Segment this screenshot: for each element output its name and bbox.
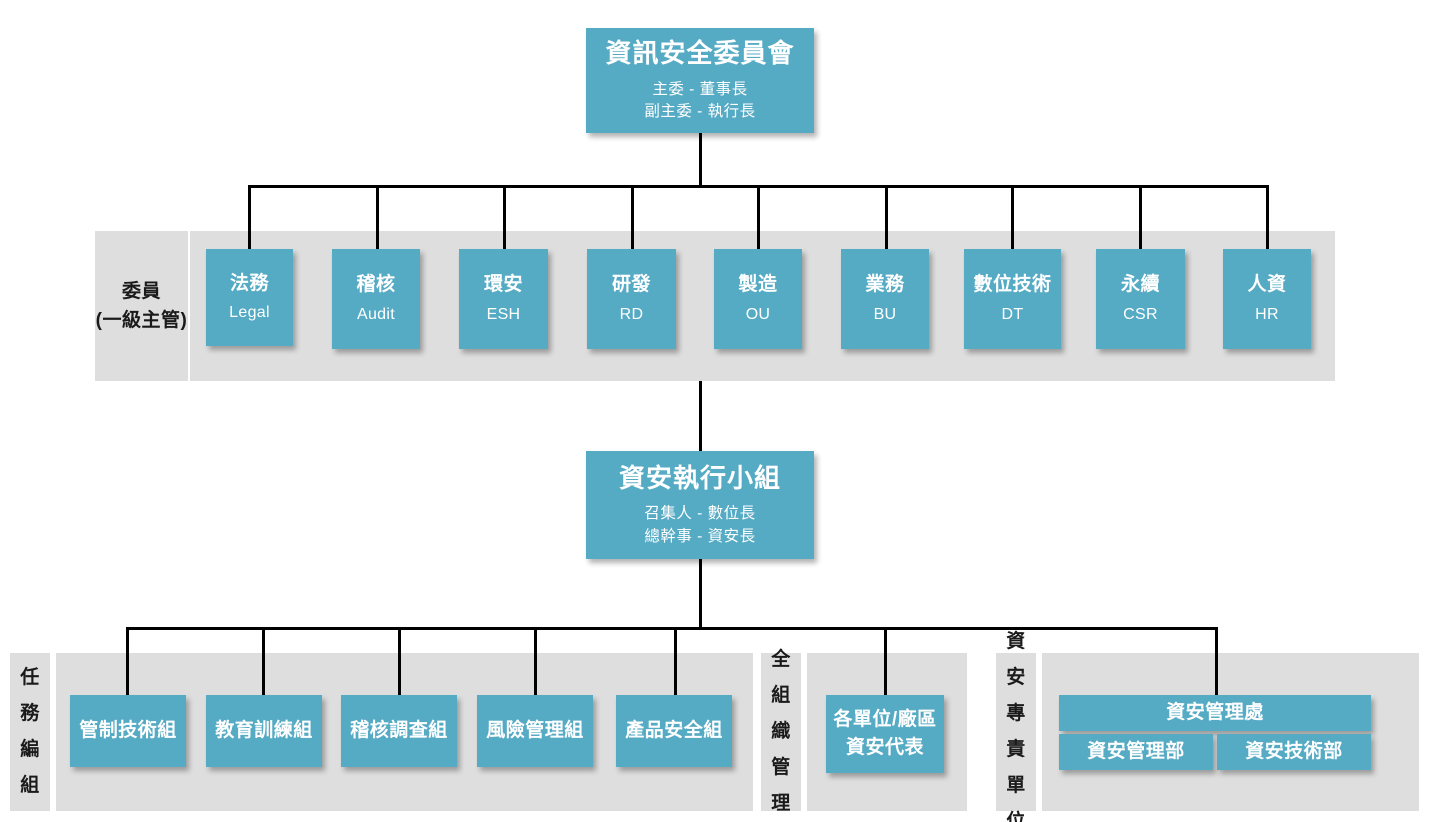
- security-management-division-label: 資安管理處: [1166, 702, 1264, 724]
- member-dt-en: DT: [1001, 305, 1024, 323]
- task-group-label-char-3: 組: [20, 775, 40, 797]
- member-audit-cn: 稽核: [356, 274, 396, 296]
- connector-drop-risk-management: [534, 627, 537, 695]
- label-panel-task-group: 任 務 編 組: [10, 653, 50, 811]
- committee-subtitle-line1: 主委 - 董事長: [652, 80, 748, 98]
- member-esh-en: ESH: [486, 305, 521, 323]
- node-member-legal[interactable]: 法務 Legal: [206, 249, 293, 346]
- node-task-product-security[interactable]: 產品安全組: [616, 695, 732, 767]
- node-security-technology-department[interactable]: 資安技術部: [1217, 734, 1371, 770]
- node-member-audit[interactable]: 稽核 Audit: [332, 249, 420, 349]
- connector-drop-esh: [503, 185, 506, 249]
- node-task-risk-management[interactable]: 風險管理組: [477, 695, 593, 767]
- label-panel-org-wide-management: 全 組 織 管 理: [761, 649, 801, 814]
- connector-drop-hr: [1266, 185, 1269, 249]
- node-member-esh[interactable]: 環安 ESH: [459, 249, 548, 349]
- connector-committee-down: [699, 133, 702, 186]
- member-ou-cn: 製造: [738, 274, 778, 296]
- members-label-line1: 委員: [121, 280, 161, 302]
- committee-title: 資訊安全委員會: [605, 38, 795, 69]
- committee-subtitle-line2: 副主委 - 執行長: [644, 103, 756, 121]
- node-task-education-training[interactable]: 教育訓練組: [206, 695, 322, 767]
- node-member-csr[interactable]: 永續 CSR: [1096, 249, 1185, 349]
- org-wide-label-char-4: 理: [771, 793, 791, 815]
- connector-drop-product-security: [674, 627, 677, 695]
- panel-dedicated-security-unit: [1042, 653, 1419, 811]
- task-group-label-char-0: 任: [20, 666, 40, 688]
- connector-drop-audit: [376, 185, 379, 249]
- connector-drop-training: [262, 627, 265, 695]
- task-education-training-label: 教育訓練組: [215, 720, 313, 742]
- task-control-technology-label: 管制技術組: [79, 720, 177, 742]
- dedicated-unit-label-char-1: 安: [1006, 666, 1026, 688]
- node-task-audit-investigation[interactable]: 稽核調查組: [341, 695, 457, 767]
- unit-representative-line2: 資安代表: [845, 737, 924, 758]
- task-risk-management-label: 風險管理組: [486, 720, 584, 742]
- label-panel-committee-members: 委員 (一級主管): [95, 231, 188, 381]
- task-group-label-char-2: 編: [20, 739, 40, 760]
- dedicated-unit-label-char-0: 資: [1006, 630, 1026, 652]
- connector-bottom-bus: [126, 627, 1218, 630]
- node-task-control-technology[interactable]: 管制技術組: [70, 695, 186, 767]
- connector-members-to-exec: [699, 381, 702, 453]
- org-wide-label-char-0: 全: [771, 648, 791, 670]
- member-rd-en: RD: [619, 305, 644, 323]
- connector-drop-audit-investigation: [398, 627, 401, 695]
- org-wide-label-char-3: 管: [771, 757, 791, 779]
- member-hr-cn: 人資: [1247, 274, 1287, 296]
- connector-drop-ou: [757, 185, 760, 249]
- dedicated-unit-label-char-2: 專: [1006, 702, 1026, 724]
- node-unit-plant-security-representative[interactable]: 各單位/廠區 資安代表: [826, 695, 944, 773]
- security-technology-department-label: 資安技術部: [1245, 741, 1343, 763]
- member-legal-cn: 法務: [229, 272, 269, 294]
- member-esh-cn: 環安: [483, 274, 523, 296]
- node-security-management-division[interactable]: 資安管理處: [1059, 695, 1371, 731]
- exec-team-subtitle-line1: 召集人 - 數位長: [644, 505, 756, 523]
- member-legal-en: Legal: [229, 304, 270, 322]
- exec-team-subtitle-line2: 總幹事 - 資安長: [644, 527, 756, 545]
- org-wide-label-char-2: 織: [771, 720, 791, 742]
- node-member-bu[interactable]: 業務 BU: [841, 249, 929, 349]
- members-label-line2: (一級主管): [95, 310, 188, 331]
- node-member-dt[interactable]: 數位技術 DT: [964, 249, 1061, 349]
- connector-exec-down: [699, 559, 702, 629]
- member-bu-en: BU: [873, 305, 897, 323]
- member-dt-cn: 數位技術: [973, 274, 1052, 296]
- connector-drop-control-tech: [126, 627, 129, 695]
- node-security-management-department[interactable]: 資安管理部: [1059, 734, 1213, 770]
- connector-drop-security-division: [1215, 627, 1218, 695]
- member-bu-cn: 業務: [865, 274, 905, 296]
- connector-drop-unit-representative: [884, 627, 887, 695]
- node-information-security-committee[interactable]: 資訊安全委員會 主委 - 董事長 副主委 - 執行長: [586, 28, 814, 133]
- org-wide-label-char-1: 組: [771, 684, 791, 706]
- member-csr-en: CSR: [1123, 305, 1158, 323]
- member-csr-cn: 永續: [1120, 274, 1160, 296]
- member-audit-en: Audit: [357, 305, 395, 323]
- dedicated-unit-label-char-5: 位: [1006, 811, 1026, 822]
- task-group-label-char-1: 務: [20, 702, 40, 724]
- node-member-ou[interactable]: 製造 OU: [714, 249, 802, 349]
- connector-drop-dt: [1011, 185, 1014, 249]
- connector-drop-bu: [885, 185, 888, 249]
- task-audit-investigation-label: 稽核調查組: [350, 720, 448, 742]
- task-product-security-label: 產品安全組: [625, 720, 723, 742]
- node-member-hr[interactable]: 人資 HR: [1223, 249, 1311, 349]
- label-panel-dedicated-security-unit: 資 安 專 責 單 位: [996, 631, 1036, 822]
- dedicated-unit-label-char-4: 單: [1006, 775, 1026, 797]
- member-ou-en: OU: [745, 305, 771, 323]
- member-rd-cn: 研發: [611, 274, 651, 296]
- unit-representative-line1: 各單位/廠區: [833, 708, 937, 730]
- node-member-rd[interactable]: 研發 RD: [587, 249, 676, 349]
- exec-team-title: 資安執行小組: [618, 462, 781, 493]
- connector-drop-rd: [631, 185, 634, 249]
- dedicated-unit-label-char-3: 責: [1006, 739, 1026, 760]
- security-management-department-label: 資安管理部: [1087, 741, 1185, 763]
- member-hr-en: HR: [1255, 305, 1279, 323]
- node-security-execution-team[interactable]: 資安執行小組 召集人 - 數位長 總幹事 - 資安長: [586, 451, 814, 559]
- connector-drop-csr: [1139, 185, 1142, 249]
- connector-drop-legal: [248, 185, 251, 249]
